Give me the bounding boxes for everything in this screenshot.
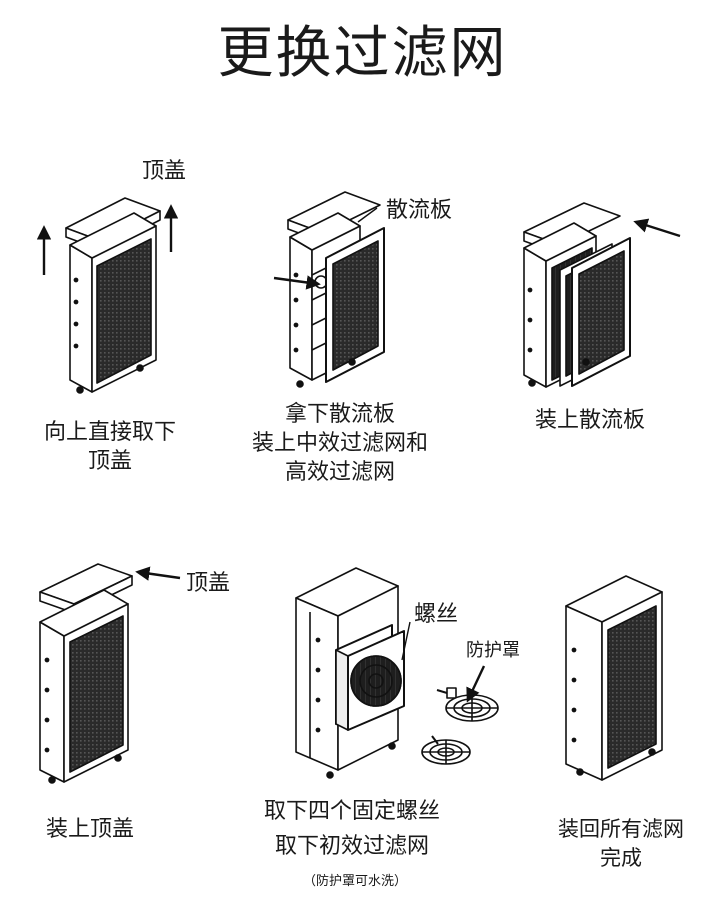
unit-step6 (565, 575, 663, 781)
label-top-cover-2: 顶盖 (186, 571, 231, 596)
arrow-into-unit (273, 275, 321, 290)
caption-line: 装上散流板 (534, 408, 645, 433)
caption-line: 装回所有滤网 (558, 817, 684, 841)
label-screws: 螺丝 (414, 602, 459, 627)
label-guard: 防护罩 (466, 640, 520, 661)
caption-step3: 装上散流板 (510, 406, 670, 435)
caption-line: 顶盖 (87, 449, 132, 474)
diffuser-leader (357, 207, 378, 223)
unit-step4 (39, 563, 133, 784)
caption-line: 装上顶盖 (45, 817, 134, 842)
guard-icon (445, 694, 499, 722)
screw-icon (436, 687, 457, 699)
unit-step2 (287, 191, 385, 388)
caption-line: 取下四个固定螺丝 (263, 799, 440, 824)
page-title: 更换过滤网 (217, 21, 508, 86)
unit-step3 (523, 202, 631, 388)
arrow-install-diffuser (633, 218, 681, 238)
caption-line: 取下初效过滤网 (274, 834, 429, 859)
guard-second-icon (421, 735, 471, 765)
caption-line: 装上中效过滤网和 (251, 431, 428, 456)
caption-line: 向上直接取下 (43, 420, 176, 445)
caption-note: （防护罩可水洗） (302, 874, 407, 889)
screw-leader (401, 621, 411, 661)
caption-step4: 装上顶盖 (15, 815, 165, 844)
caption-step1: 向上直接取下 顶盖 (15, 418, 205, 476)
label-diffuser: 散流板 (386, 198, 453, 223)
caption-line: 高效过滤网 (284, 460, 395, 485)
unit-step1 (65, 197, 161, 394)
caption-line: 完成 (600, 846, 642, 870)
caption-line: 拿下散流板 (284, 402, 395, 427)
caption-step2: 拿下散流板 装上中效过滤网和 高效过滤网 (225, 400, 455, 487)
unit-step5 (295, 567, 405, 779)
arrow-guard (466, 665, 486, 703)
caption-step6: 装回所有滤网 完成 (536, 815, 706, 873)
caption-step5: 取下四个固定螺丝 取下初效过滤网 (232, 797, 472, 861)
label-top-cover-1: 顶盖 (142, 159, 187, 184)
arrow-top-cover (135, 566, 181, 581)
